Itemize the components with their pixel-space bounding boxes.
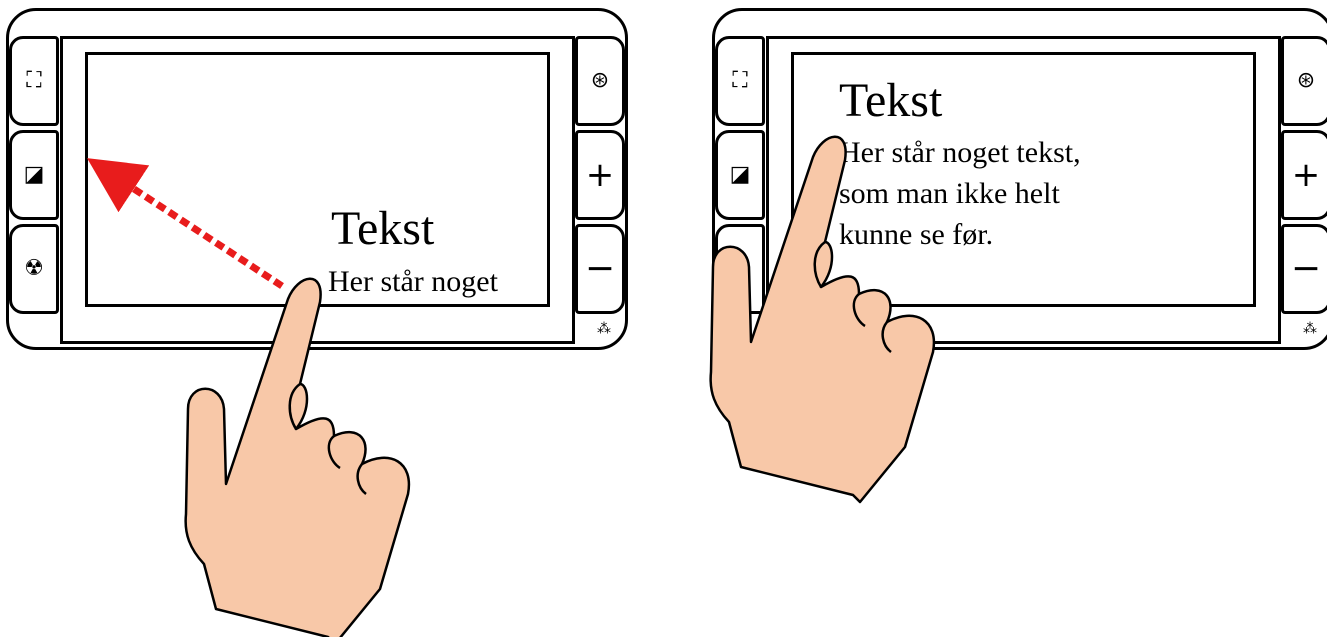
hand-palm bbox=[711, 137, 934, 502]
hand-palm bbox=[186, 279, 409, 637]
hand-right bbox=[711, 137, 934, 502]
hand-left bbox=[186, 279, 409, 637]
swipe-arrow bbox=[128, 185, 282, 286]
